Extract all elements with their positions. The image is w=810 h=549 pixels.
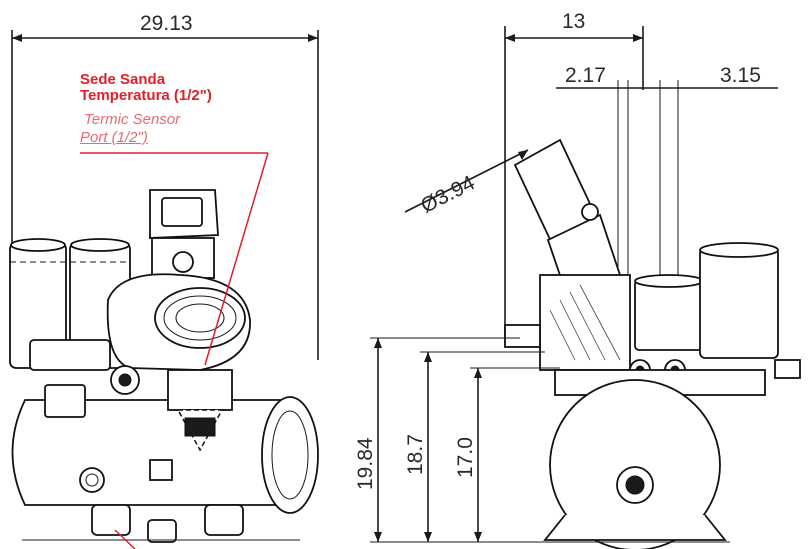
dim-offset-a-text: 2.17	[565, 64, 606, 87]
dimension-heights: 19.84 18.7 17.0	[354, 337, 560, 543]
dimension-width-side: 13	[504, 10, 644, 345]
dim-height-low-text: 17.0	[454, 437, 477, 478]
front-view: 29.13	[9, 12, 319, 549]
sensor-label-en-line1: Termic Sensor	[84, 111, 181, 128]
pump-head	[29, 189, 251, 395]
dim-width-side-text: 13	[562, 10, 585, 33]
tank-front	[11, 369, 319, 543]
tank-side	[540, 379, 730, 549]
sensor-label-en-line2: Port (1/2")	[80, 129, 148, 146]
dim-width-front-text: 29.13	[140, 12, 193, 35]
dimension-width-front: 29.13	[11, 12, 319, 360]
dim-inlet-diameter-text: Ø3.94	[417, 171, 479, 218]
dim-height-total-text: 19.84	[354, 437, 377, 490]
dim-height-mid-text: 18.7	[404, 434, 427, 475]
sensor-label-it-line1: Sede Sanda	[80, 71, 166, 88]
side-housing	[504, 242, 801, 396]
sensor-leader-lines	[80, 152, 269, 549]
sensor-label-it-line2: Temperatura (1/2")	[80, 87, 212, 104]
side-view: 13 2.17 3.15 Ø3.94	[354, 10, 801, 549]
inlet-pipe: Ø3.94	[404, 138, 622, 292]
dim-offset-b-text: 3.15	[720, 64, 761, 87]
